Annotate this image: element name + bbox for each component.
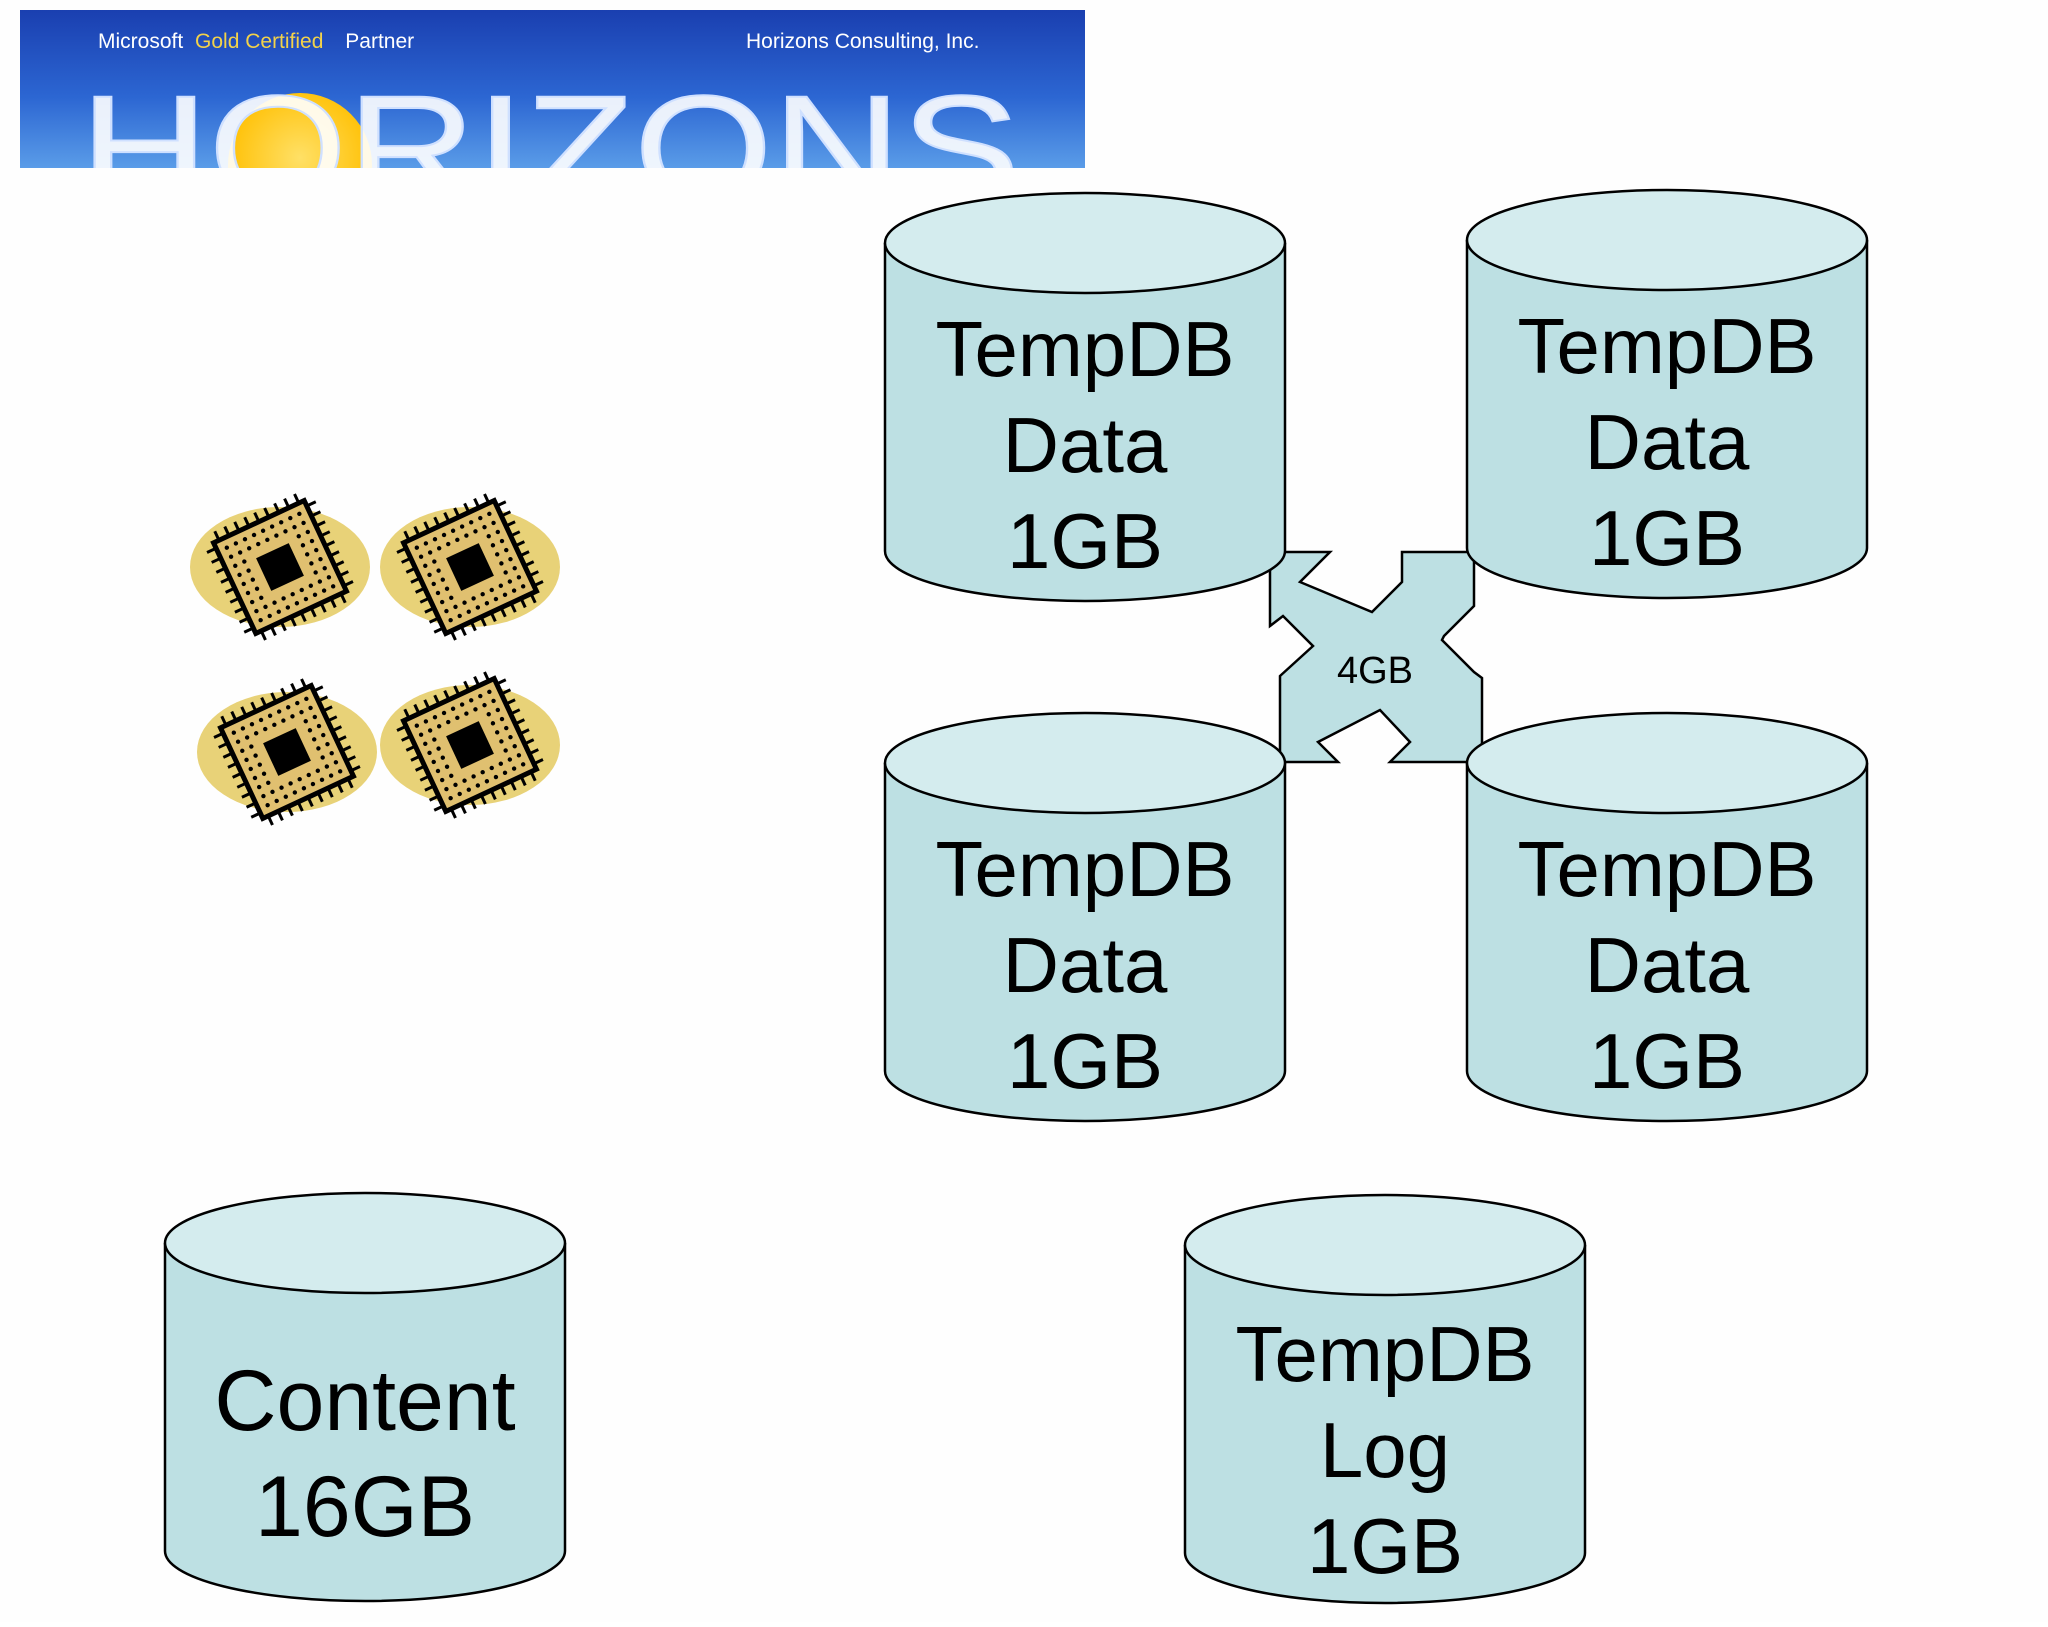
tempdb-data-cylinder: TempDB Data 1GB xyxy=(883,711,1287,1123)
chip-core xyxy=(263,728,311,776)
cylinder-label-line2: Data xyxy=(1003,401,1168,489)
horizons-banner: HORIZONS Microsoft Gold Certified Partne… xyxy=(20,10,1085,232)
cylinder-top xyxy=(883,711,1287,815)
cylinder-label-line1: TempDB xyxy=(935,825,1234,913)
processor-group xyxy=(190,493,560,826)
sun-icon xyxy=(228,93,372,168)
cylinder-label-line2: Data xyxy=(1585,398,1750,486)
cylinder-top xyxy=(1465,711,1869,815)
four-way-arrow: 4GB xyxy=(1268,550,1484,764)
banner-partner-highlight: Gold Certified xyxy=(195,30,323,53)
banner-company-name: Horizons Consulting, Inc. xyxy=(746,30,979,53)
content-label-line1: Content xyxy=(214,1353,515,1449)
cylinder-body xyxy=(163,1243,567,1603)
cpu-chip-icon xyxy=(190,493,370,641)
content-db-cylinder: Content 16GB xyxy=(163,1191,567,1603)
chip-core xyxy=(256,543,304,591)
log-label-line1: TempDB xyxy=(1235,1310,1534,1398)
cylinder-label-line3: 1GB xyxy=(1589,494,1745,582)
cylinder-top xyxy=(1465,188,1869,292)
chip-core xyxy=(446,543,494,591)
four-way-arrow-icon xyxy=(1268,550,1484,764)
cylinder-label-line1: TempDB xyxy=(935,305,1234,393)
cylinder-label-line3: 1GB xyxy=(1007,1017,1163,1105)
banner-partner-suffix: Partner xyxy=(345,30,414,53)
cylinder-top xyxy=(1183,1193,1587,1297)
cylinder-top xyxy=(883,191,1287,295)
cylinder-label-line1: TempDB xyxy=(1517,302,1816,390)
cylinder-body xyxy=(883,243,1287,603)
log-label-line3: 1GB xyxy=(1307,1502,1463,1590)
arrow-label: 4GB xyxy=(1337,650,1413,692)
cpu-chip-icon xyxy=(197,678,377,826)
cpu-chip-icon xyxy=(380,671,560,819)
cylinder-body xyxy=(1465,240,1869,600)
chip-core xyxy=(446,721,494,769)
cylinder-body xyxy=(1183,1245,1587,1605)
cpu-chip-icon xyxy=(380,493,560,641)
tempdb-data-cylinder: TempDB Data 1GB xyxy=(1465,711,1869,1123)
banner-partner-text: Microsoft Gold Certified Partner xyxy=(98,30,414,53)
log-label-line2: Log xyxy=(1320,1406,1450,1494)
tempdb-log-cylinder: TempDB Log 1GB xyxy=(1183,1193,1587,1605)
banner-background xyxy=(20,10,1085,168)
cylinder-label-line3: 1GB xyxy=(1589,1017,1745,1105)
cylinder-top xyxy=(163,1191,567,1295)
cylinder-label-line2: Data xyxy=(1585,921,1750,1009)
tempdb-data-cylinder: TempDB Data 1GB xyxy=(1465,188,1869,600)
cylinder-label-line1: TempDB xyxy=(1517,825,1816,913)
cylinder-body xyxy=(883,763,1287,1123)
cylinder-body xyxy=(1465,763,1869,1123)
content-label-line2: 16GB xyxy=(255,1459,475,1555)
tempdb-data-cylinder: TempDB Data 1GB xyxy=(883,191,1287,603)
cylinder-label-line3: 1GB xyxy=(1007,497,1163,585)
banner-logo-word: HORIZONS xyxy=(80,64,1020,232)
banner-partner-prefix: Microsoft xyxy=(98,30,183,53)
cylinder-label-line2: Data xyxy=(1003,921,1168,1009)
